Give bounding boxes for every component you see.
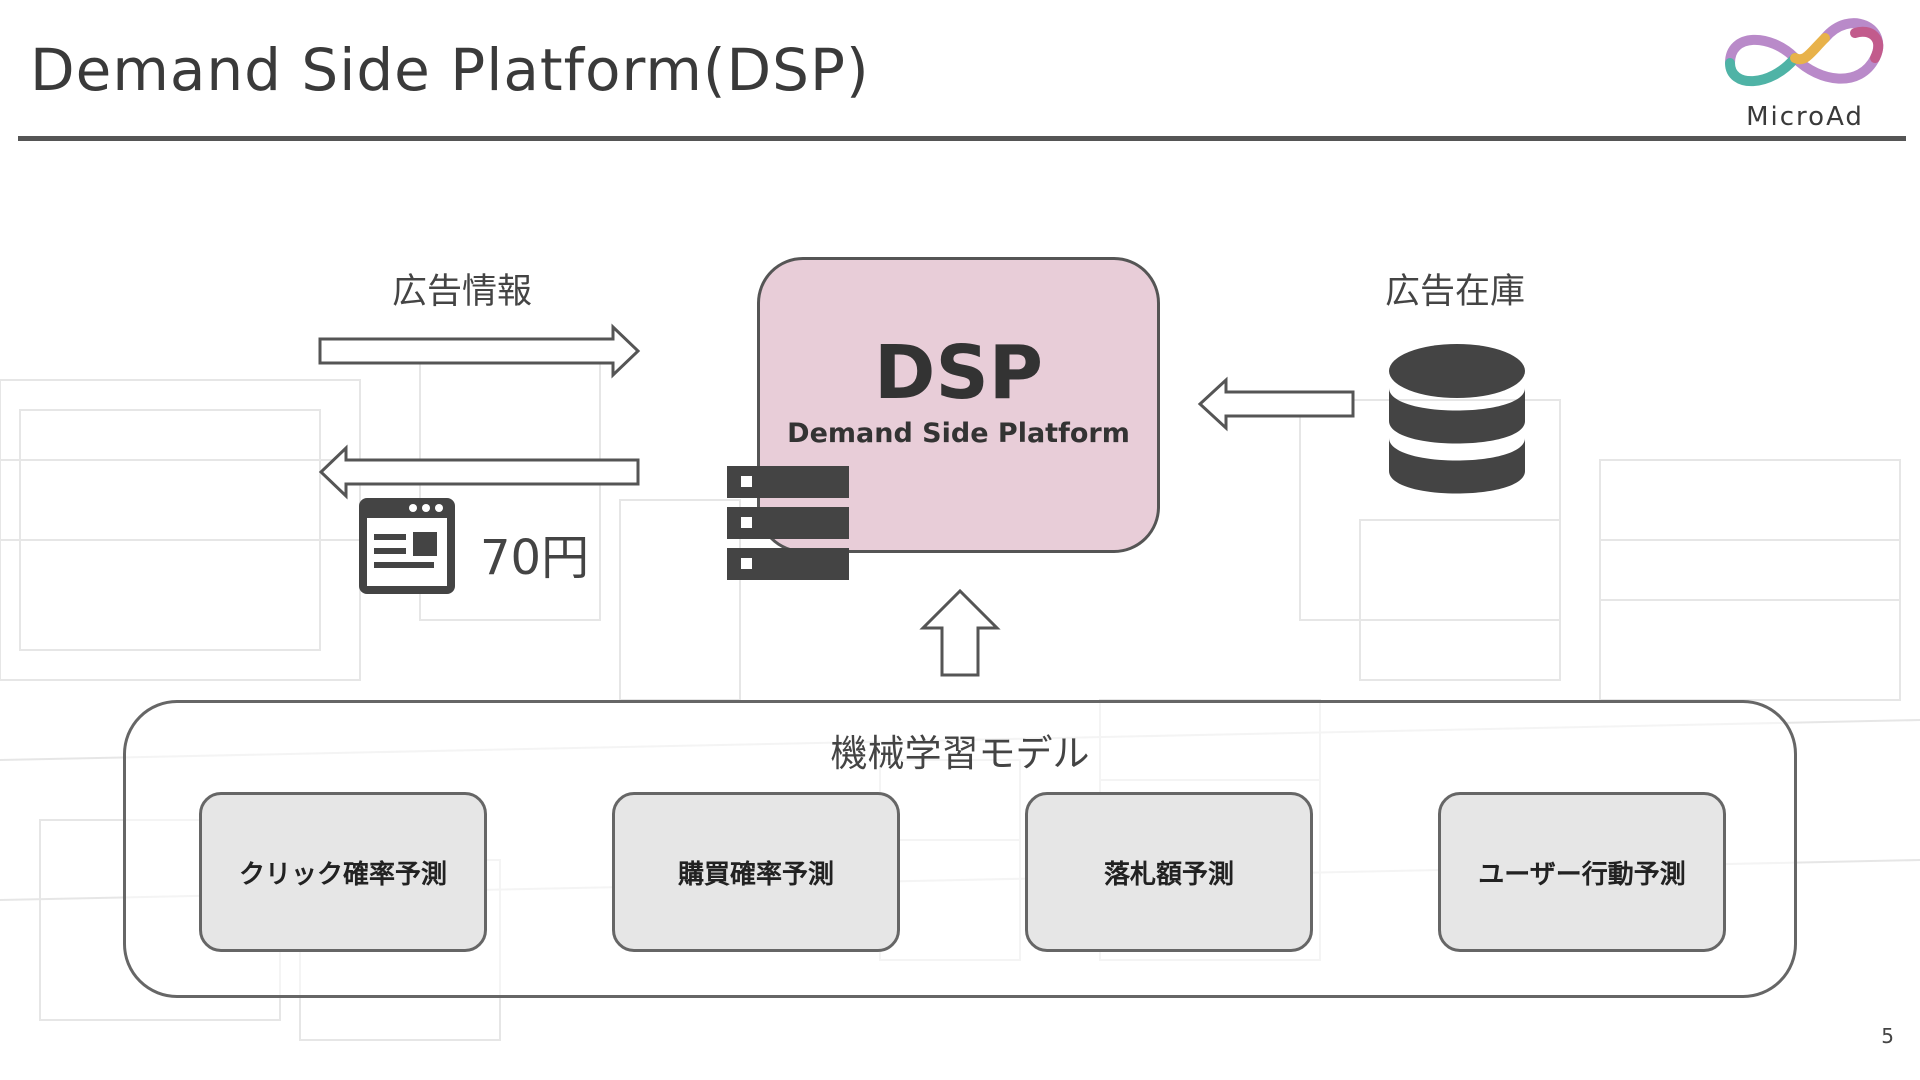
infinity-logo-icon [1725,18,1884,87]
title-underline [18,136,1906,141]
arrow-right-to-dsp [318,323,641,379]
dsp-subtitle: Demand Side Platform [787,418,1130,449]
arrow-up-to-dsp [919,588,1001,677]
ad-inventory-label: 広告在庫 [1385,272,1526,312]
page-number: 5 [1881,1024,1894,1048]
model-winning-bid: 落札額予測 [1025,792,1313,952]
ml-model-title: 機械学習モデル [830,732,1090,775]
arrow-left-from-inventory [1197,376,1355,432]
arrow-left-from-dsp [318,444,640,500]
dsp-box: DSP Demand Side Platform [757,257,1160,553]
model-user-behavior: ユーザー行動予測 [1438,792,1726,952]
dsp-title: DSP [874,330,1043,416]
model-purchase-probability: 購買確率予測 [612,792,900,952]
ad-info-label: 広告情報 [392,272,533,312]
price-label: 70円 [480,530,590,586]
slide-title: Demand Side Platform(DSP) [30,36,870,104]
server-icon [727,466,849,580]
web-page-icon [359,498,455,594]
microad-logo: MicroAd [1710,8,1900,133]
model-click-probability: クリック確率予測 [199,792,487,952]
logo-text: MicroAd [1746,102,1864,132]
database-icon [1389,344,1525,494]
ml-model-box: 機械学習モデル クリック確率予測 購買確率予測 落札額予測 ユーザー行動予測 [123,700,1797,998]
